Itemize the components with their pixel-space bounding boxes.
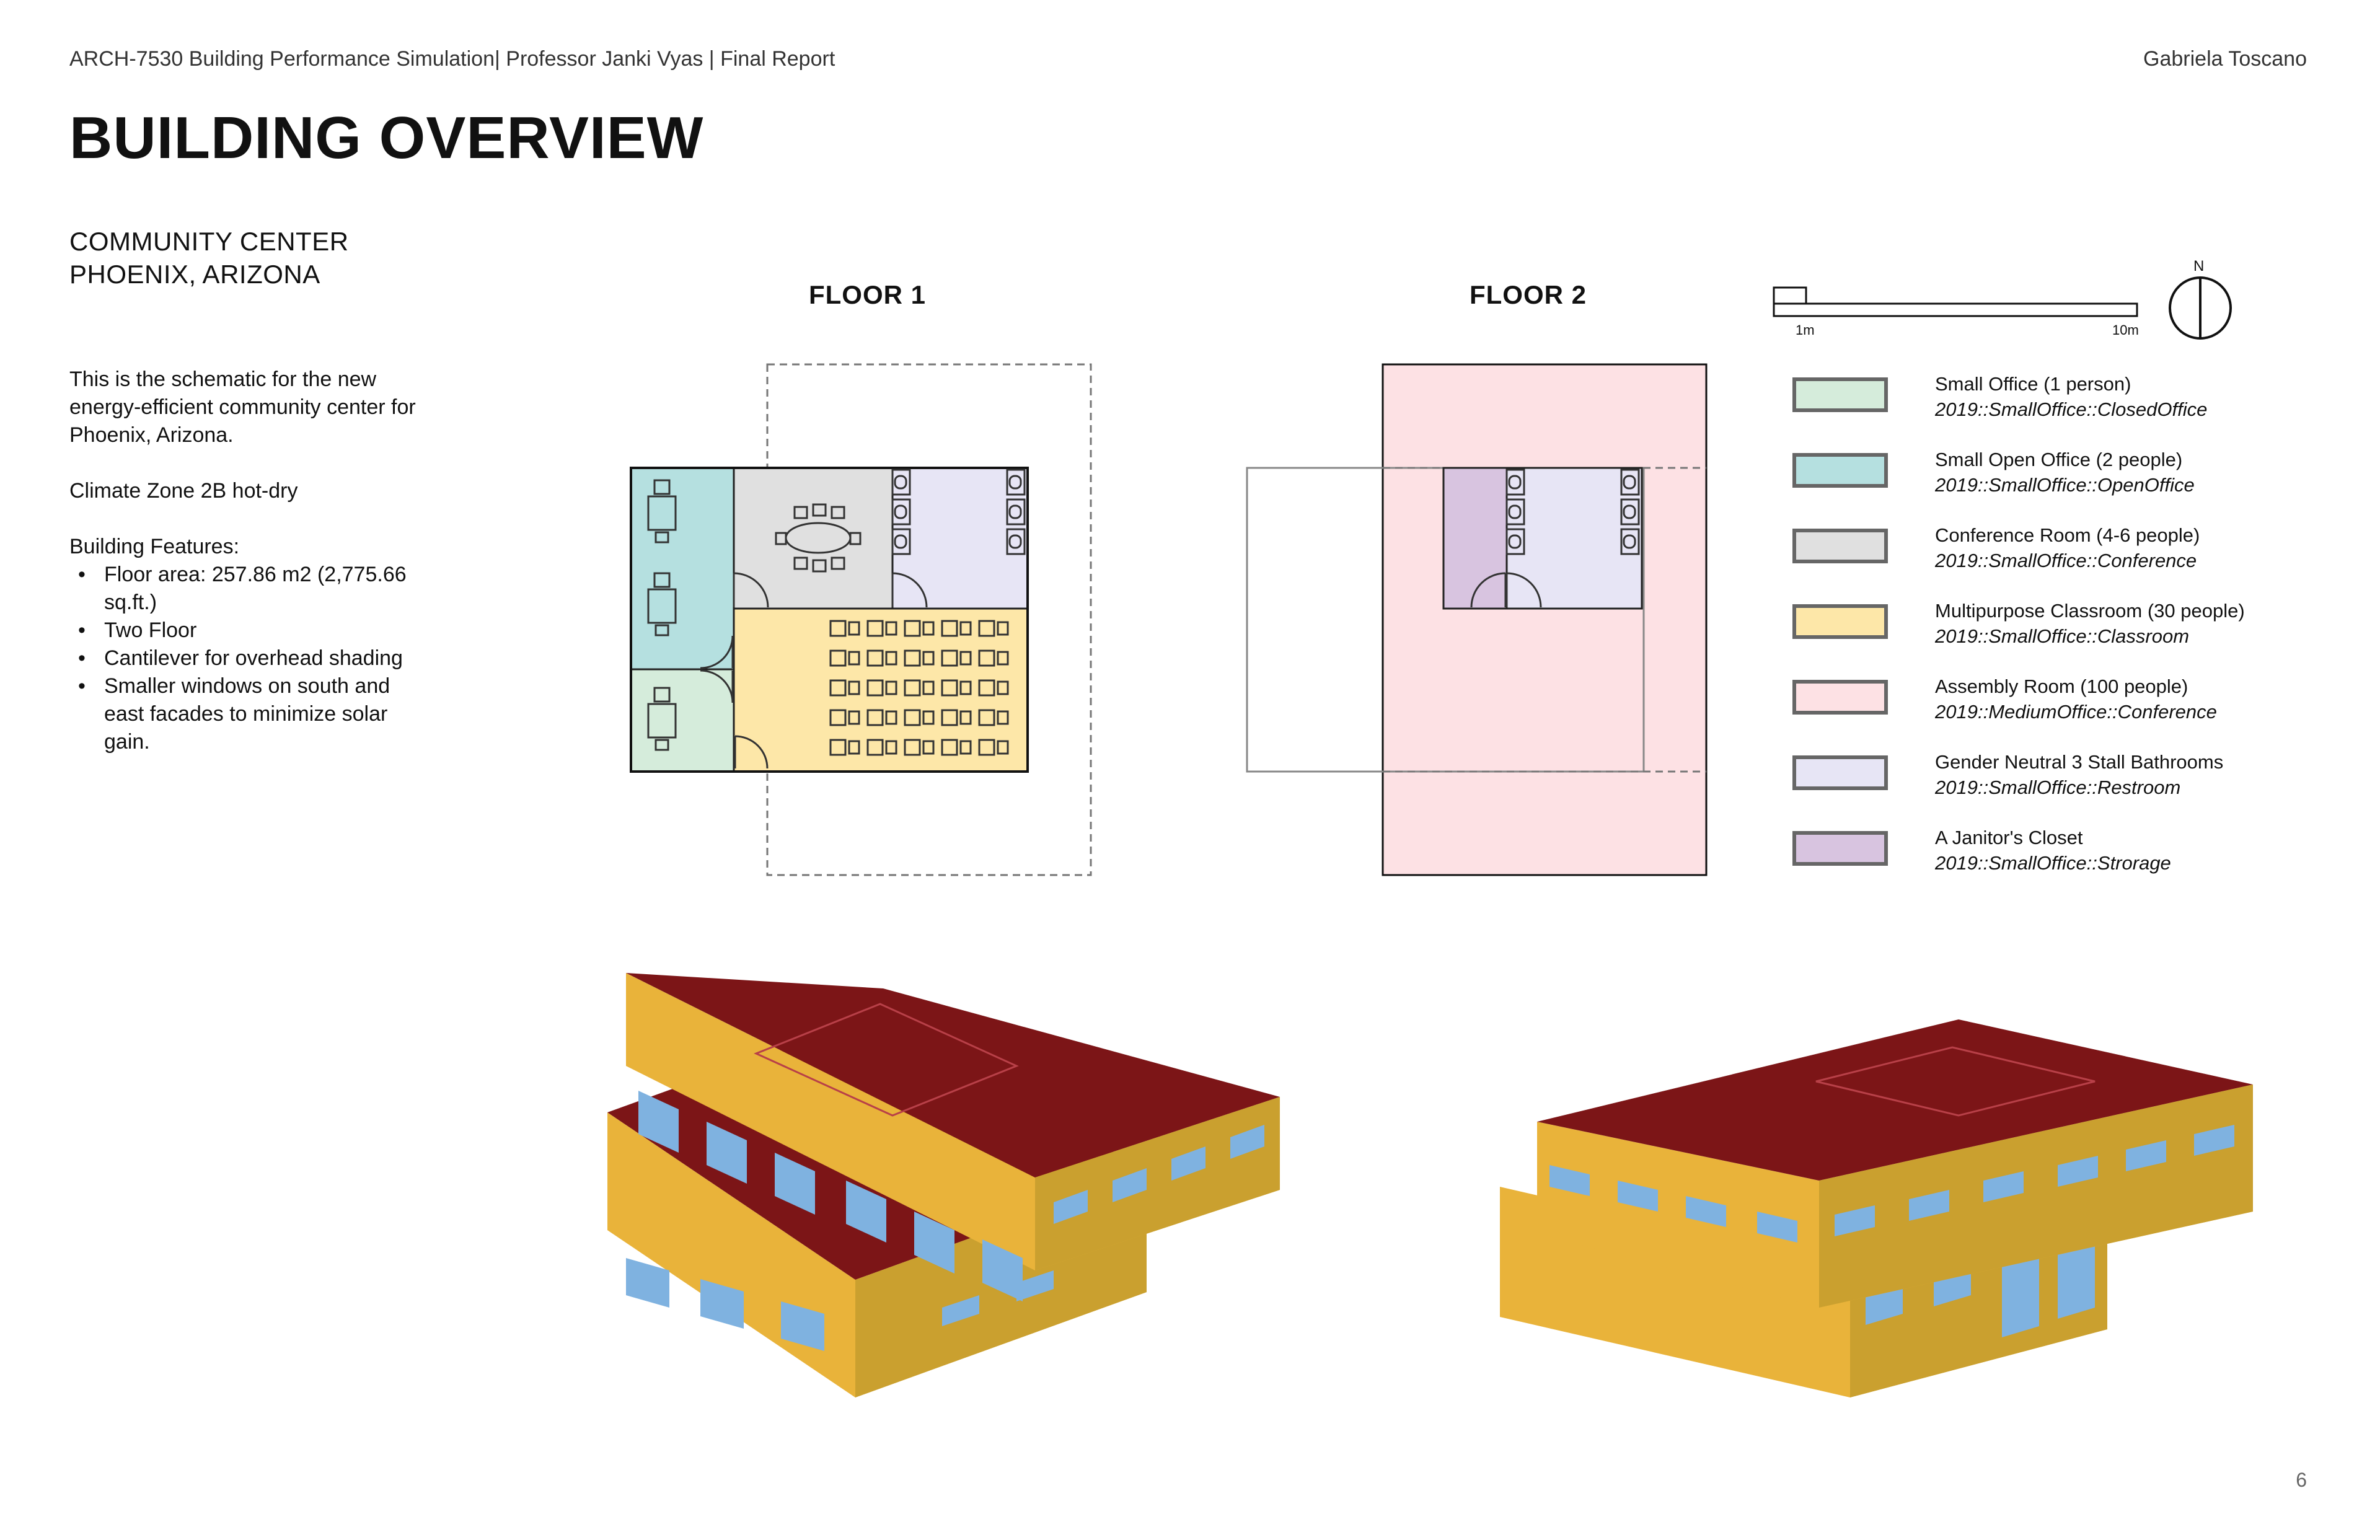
open-office-room (630, 467, 735, 671)
legend-swatch-small-office (1792, 377, 1888, 412)
legend-code: 2019::SmallOffice::ClosedOffice (1935, 398, 2208, 420)
legend-name: Gender Neutral 3 Stall Bathrooms (1935, 751, 2224, 773)
legend-name: Small Open Office (2 people) (1935, 449, 2183, 470)
legend-swatch-open-office (1792, 453, 1888, 488)
floor1-plan (630, 363, 1092, 876)
feature-item: Cantilever for overhead shading (69, 645, 416, 672)
header-author: Gabriela Toscano (2143, 47, 2307, 71)
features-title: Building Features: (69, 535, 240, 558)
floor2-label: FLOOR 2 (1470, 280, 1587, 309)
legend-code: 2019::MediumOffice::Conference (1935, 701, 2217, 723)
legend-code: 2019::SmallOffice::OpenOffice (1935, 474, 2195, 496)
floor2-plan (1246, 363, 1708, 876)
legend-name: Multipurpose Classroom (30 people) (1935, 600, 2245, 622)
scale-min-label: 1m (1796, 322, 1815, 338)
legend-code: 2019::SmallOffice::Conference (1935, 550, 2197, 571)
north-arrow-icon (2169, 276, 2232, 340)
description-block: This is the schematic for the new energy… (69, 366, 416, 756)
legend-name: A Janitor's Closet (1935, 827, 2083, 848)
legend-swatch-assembly (1792, 680, 1888, 715)
scale-max-label: 10m (2112, 322, 2139, 338)
legend-swatch-storage (1792, 831, 1888, 866)
feature-item: Smaller windows on south and east facade… (69, 672, 416, 756)
janitor-closet-room (1442, 467, 1508, 610)
project-name: COMMUNITY CENTER (69, 227, 349, 256)
feature-item: Floor area: 257.86 m2 (2,775.66 sq.ft.) (69, 561, 416, 617)
legend-swatch-restroom (1792, 755, 1888, 790)
legend-swatch-conference (1792, 529, 1888, 563)
description-intro: This is the schematic for the new energy… (69, 367, 416, 447)
bathroom-room (891, 467, 1029, 610)
legend-swatch-classroom (1792, 604, 1888, 639)
features-list: Floor area: 257.86 m2 (2,775.66 sq.ft.) … (69, 561, 416, 756)
closed-office-room (630, 668, 735, 773)
feature-item: Two Floor (69, 617, 416, 645)
legend-code: 2019::SmallOffice::Restroom (1935, 777, 2181, 798)
bathroom-room-floor2 (1505, 467, 1643, 610)
climate-zone: Climate Zone 2B hot-dry (69, 479, 298, 503)
legend-name: Conference Room (4-6 people) (1935, 524, 2200, 546)
legend-code: 2019::SmallOffice::Classroom (1935, 625, 2190, 647)
classroom-room (733, 607, 1029, 773)
assembly-room (1382, 363, 1708, 876)
conference-room (733, 467, 894, 610)
legend-name: Small Office (1 person) (1935, 373, 2131, 395)
header-course-info: ARCH-7530 Building Performance Simulatio… (69, 47, 835, 71)
north-label: N (2193, 258, 2205, 275)
floor1-label: FLOOR 1 (809, 280, 927, 309)
building-axon-right (1500, 1019, 2253, 1397)
project-location: PHOENIX, ARIZONA (69, 260, 320, 289)
legend-code: 2019::SmallOffice::Strorage (1935, 852, 2171, 874)
page-number: 6 (2296, 1469, 2307, 1491)
building-axon-left (607, 973, 1280, 1397)
page-title: BUILDING OVERVIEW (69, 105, 704, 171)
scale-bar (1773, 286, 2138, 317)
legend-name: Assembly Room (100 people) (1935, 675, 2188, 697)
